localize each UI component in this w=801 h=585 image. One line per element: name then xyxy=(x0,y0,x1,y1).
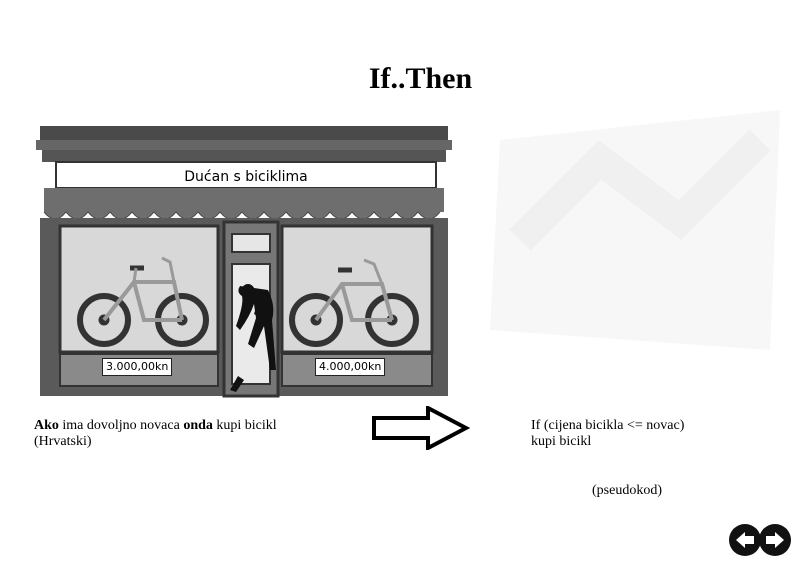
shop-sign-text: Dućan s biciklima xyxy=(184,169,308,185)
price-tag-left: 3.000,00kn xyxy=(102,358,173,376)
shop-sign: Dućan s biciklima xyxy=(56,166,436,185)
keyword-then: onda xyxy=(183,418,213,433)
arrow-right-icon xyxy=(766,532,784,548)
pseudocode-line-2: kupi bicikl xyxy=(531,434,592,449)
next-slide-button[interactable] xyxy=(759,524,791,556)
sentence-part-2: kupi bicikl xyxy=(212,418,277,433)
pseudocode-note: (pseudokod) xyxy=(592,483,662,498)
language-label: (Hrvatski) xyxy=(34,434,92,449)
slide-title: If..Then xyxy=(368,62,473,95)
bike-shop-illustration: Dućan s biciklima 3.000,00kn 4.000,00kn xyxy=(34,122,454,398)
previous-slide-button[interactable] xyxy=(729,524,761,556)
arrow-left-icon xyxy=(736,532,754,548)
sentence-line: Ako ima dovoljno novaca onda kupi bicikl xyxy=(34,418,354,434)
pseudocode-block: If (cijena bicikla <= novac) kupi bicikl xyxy=(531,418,761,450)
price-tag-right: 4.000,00kn xyxy=(315,358,386,376)
arrow-right-icon xyxy=(372,406,470,450)
croatian-sentence: Ako ima dovoljno novaca onda kupi bicikl… xyxy=(34,418,354,450)
sentence-part-1: ima dovoljno novaca xyxy=(58,418,184,433)
slide-navigation xyxy=(729,524,791,556)
pseudocode-line-1: If (cijena bicikla <= novac) xyxy=(531,418,685,433)
background-decoration xyxy=(490,110,780,350)
shop-drawing xyxy=(34,122,454,398)
keyword-if: Ako xyxy=(34,418,59,433)
